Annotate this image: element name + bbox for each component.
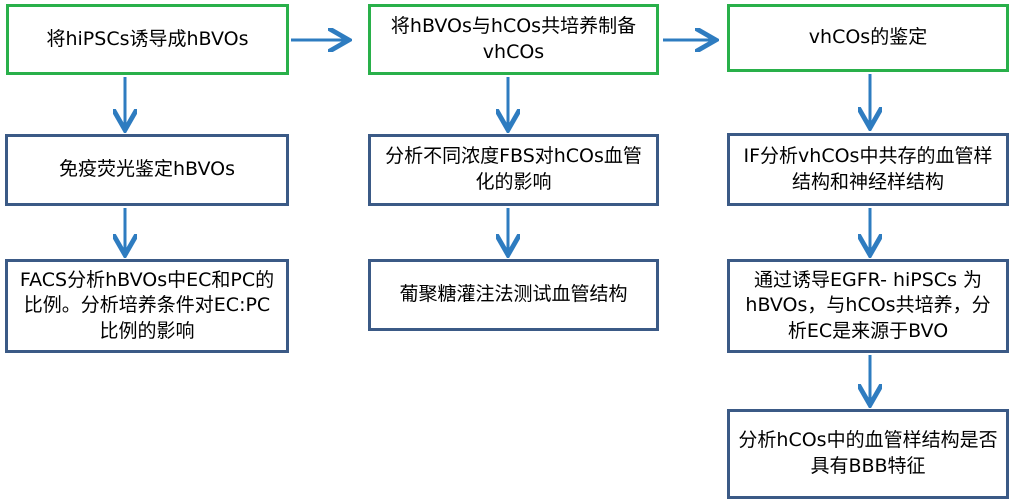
col2-step1-box: 分析不同浓度FBS对hCOs血管化的影响 xyxy=(368,134,659,206)
col2-header-text: 将hBVOs与hCOs共培养制备vhCOs xyxy=(390,14,637,63)
col3-step3-box: 分析hCOs中的血管样结构是否具有BBB特征 xyxy=(727,409,1009,499)
col1-header-text: 将hiPSCs诱导成hBVOs xyxy=(46,27,249,50)
col3-step3-text: 分析hCOs中的血管样结构是否具有BBB特征 xyxy=(738,429,998,477)
col3-header-text: vhCOs的鉴定 xyxy=(808,26,928,49)
col2-step2-text: 葡聚糖灌注法测试血管结构 xyxy=(399,283,628,306)
col1-step1-box: 免疫荧光鉴定hBVOs xyxy=(5,134,289,206)
col3-step2-box: 通过诱导EGFR- hiPSCs 为hBVOs，与hCOs共培养，分析EC是来源… xyxy=(727,259,1009,353)
col3-step1-box: IF分析vhCOs中共存的血管样结构和神经样结构 xyxy=(727,133,1009,206)
col1-step1-text: 免疫荧光鉴定hBVOs xyxy=(58,158,235,181)
col2-header-box: 将hBVOs与hCOs共培养制备vhCOs xyxy=(368,4,659,75)
col3-header-box: vhCOs的鉴定 xyxy=(727,4,1009,72)
col3-step2-text: 通过诱导EGFR- hiPSCs 为hBVOs，与hCOs共培养，分析EC是来源… xyxy=(745,268,991,342)
col1-step2-text: FACS分析hBVOs中EC和PC的比例。分析培养条件对EC:PC比例的影响 xyxy=(19,268,275,342)
col2-step1-text: 分析不同浓度FBS对hCOs血管化的影响 xyxy=(385,145,642,193)
col1-step2-box: FACS分析hBVOs中EC和PC的比例。分析培养条件对EC:PC比例的影响 xyxy=(5,259,289,353)
col3-step1-text: IF分析vhCOs中共存的血管样结构和神经样结构 xyxy=(743,144,993,193)
col2-step2-box: 葡聚糖灌注法测试血管结构 xyxy=(368,259,659,331)
col1-header-box: 将hiPSCs诱导成hBVOs xyxy=(6,4,289,75)
